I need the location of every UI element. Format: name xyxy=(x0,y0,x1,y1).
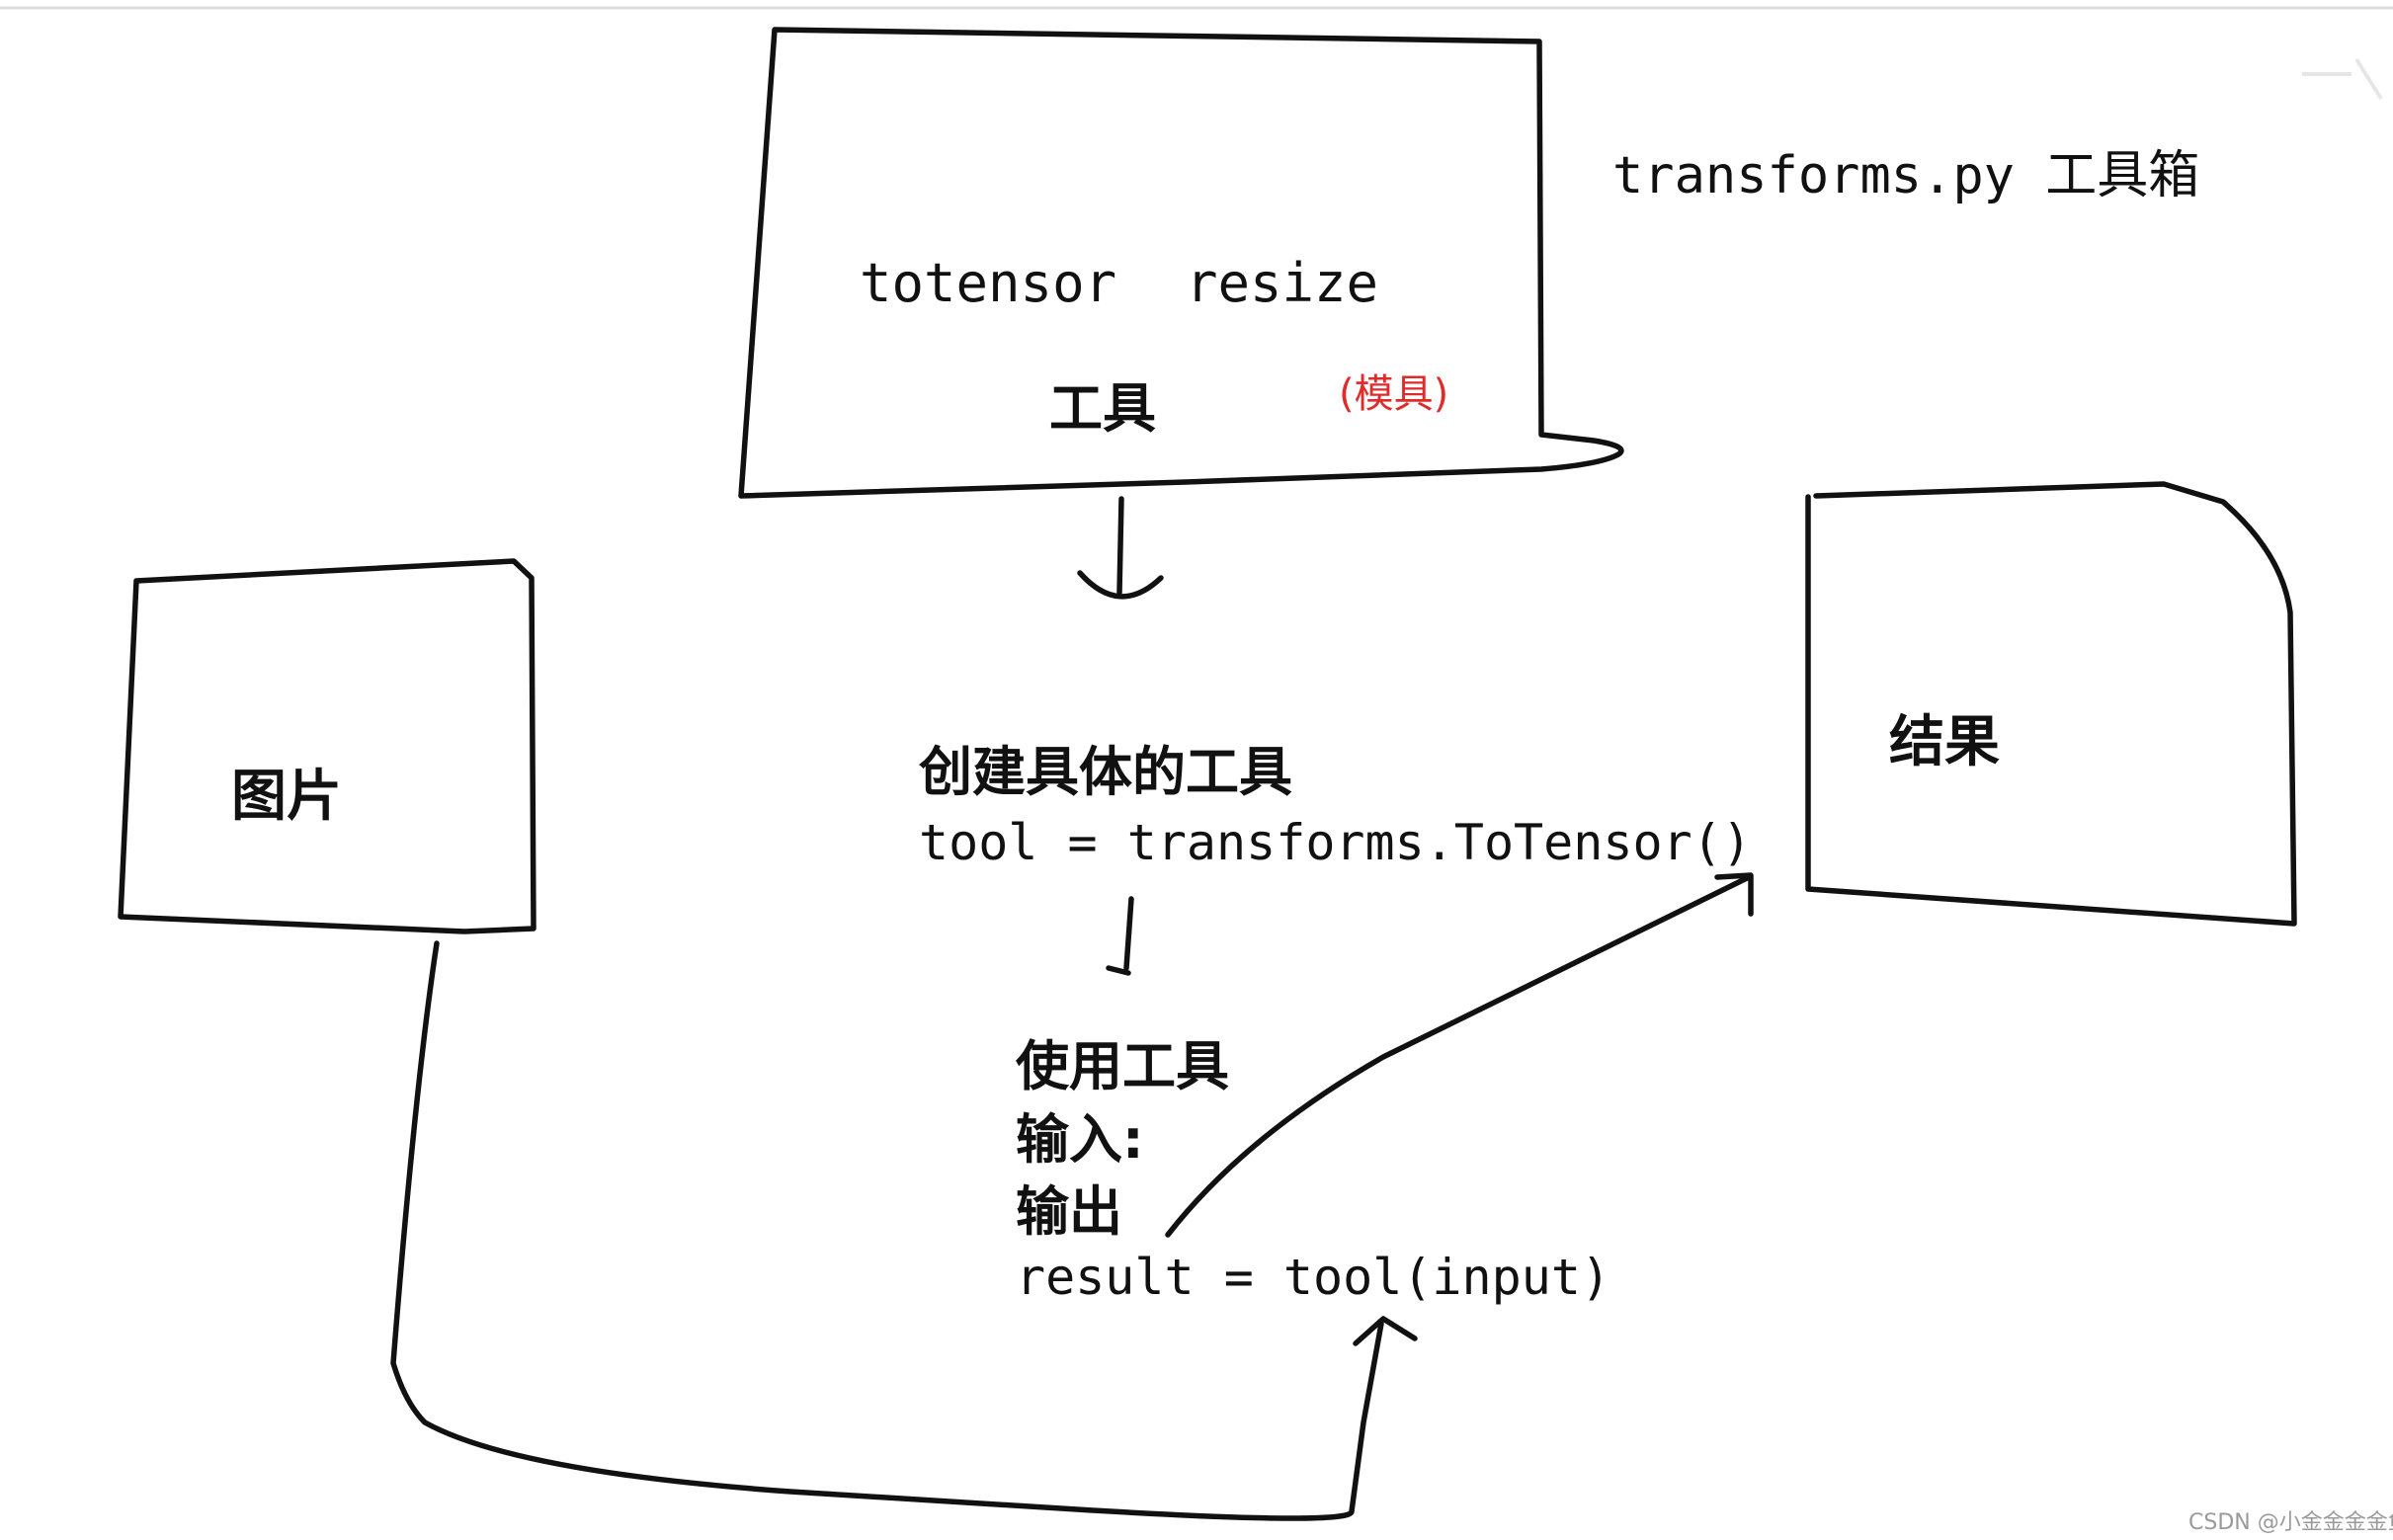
arrow-head xyxy=(1353,1316,1418,1346)
toolbox-title: transforms.py 工具箱 xyxy=(1612,146,2199,205)
arrow-image-to-input xyxy=(390,940,1418,1521)
toolbox-item-totensor: totensor xyxy=(860,252,1116,314)
corner-mark xyxy=(2354,57,2383,101)
use-step-code: result = tool(input) xyxy=(1016,1249,1610,1306)
arrow-shaft xyxy=(390,940,1384,1521)
input-label: 输入: xyxy=(1016,1108,1144,1171)
output-label: 输出 xyxy=(1016,1180,1122,1243)
corner-marks xyxy=(2302,57,2383,101)
image-box-outline xyxy=(118,558,536,934)
arrow-toolbox-to-create xyxy=(1077,496,1164,600)
arrow-shaft xyxy=(1123,896,1134,971)
arrow-head xyxy=(1714,872,1754,917)
result-box-outline xyxy=(1805,481,2297,927)
result-box-label: 结果 xyxy=(1889,710,2000,774)
toolbox-box xyxy=(738,27,1624,499)
create-step-code: tool = transforms.ToTensor() xyxy=(919,814,1752,871)
result-box xyxy=(1805,481,2297,927)
toolbox-note: (模具) xyxy=(1339,371,1448,417)
image-box xyxy=(118,558,536,934)
toolbox-item-resize: resize xyxy=(1186,252,1378,314)
create-step-title: 创建具体的工具 xyxy=(919,741,1292,803)
arrow-head xyxy=(1077,570,1164,600)
toolbox-label: 工具 xyxy=(1049,377,1156,440)
arrow-shaft xyxy=(1165,874,1752,1238)
image-box-label: 图片 xyxy=(231,765,342,829)
arrow-shaft xyxy=(1116,496,1124,596)
arrow-create-to-use xyxy=(1106,896,1134,976)
watermark: CSDN @小金金金金鱼 xyxy=(2188,1510,2393,1535)
use-step-title: 使用工具 xyxy=(1016,1035,1229,1097)
toolbox-outline xyxy=(738,27,1624,499)
arrow-head xyxy=(1106,965,1131,976)
arrow-output-to-result xyxy=(1165,872,1754,1238)
